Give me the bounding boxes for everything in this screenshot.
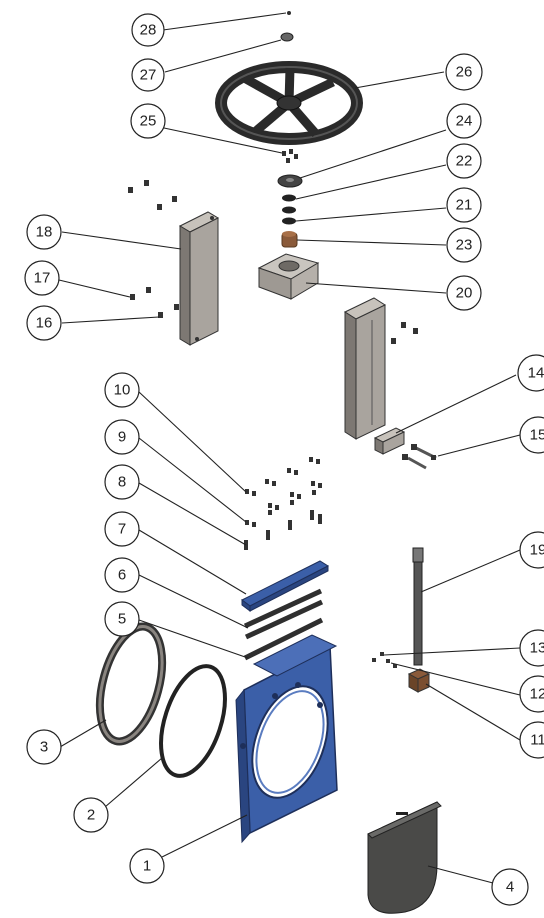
part-23-stem-nut — [281, 231, 298, 248]
part-19-stem — [412, 547, 424, 666]
svg-text:22: 22 — [456, 153, 473, 170]
part-25-screws — [282, 149, 298, 163]
svg-text:9: 9 — [118, 429, 126, 446]
callout-28: 28 — [131, 13, 165, 47]
part-right-plate-bolts — [391, 322, 418, 344]
callout-11: 11 — [519, 721, 544, 759]
callout-10: 10 — [104, 372, 140, 408]
callout-9: 9 — [104, 419, 140, 455]
callout-8: 8 — [104, 464, 140, 500]
callout-16: 16 — [26, 305, 62, 341]
svg-text:28: 28 — [140, 22, 157, 39]
part-3-seat-ring — [95, 622, 167, 746]
part-8-9-10-bolt-cluster — [244, 457, 322, 550]
callout-24: 24 — [446, 103, 482, 139]
leader-lines — [58, 12, 521, 884]
svg-text:20: 20 — [456, 285, 473, 302]
svg-text:24: 24 — [456, 113, 473, 130]
svg-text:19: 19 — [530, 542, 544, 559]
callout-5: 5 — [104, 601, 140, 637]
callout-18: 18 — [26, 214, 62, 250]
part-right-plate — [343, 297, 387, 440]
svg-text:18: 18 — [36, 224, 53, 241]
svg-text:10: 10 — [114, 382, 131, 399]
part-28-pin — [287, 11, 291, 15]
svg-text:21: 21 — [456, 197, 473, 214]
callout-23: 23 — [446, 227, 482, 263]
part-6-packing — [243, 588, 324, 640]
svg-text:8: 8 — [118, 474, 126, 491]
part-24-washer — [277, 174, 303, 188]
part-1-valve-body — [235, 634, 338, 844]
callout-27: 27 — [131, 58, 165, 92]
part-7-gland — [241, 560, 330, 612]
part-18-left-plate — [178, 211, 220, 346]
part-2-o-ring — [159, 664, 227, 778]
part-27-nut — [280, 32, 294, 42]
svg-text:5: 5 — [118, 611, 126, 628]
svg-text:6: 6 — [118, 567, 126, 584]
part-5-packing — [243, 617, 324, 661]
part-4-gate — [367, 801, 442, 914]
callout-3: 3 — [26, 729, 62, 765]
svg-text:14: 14 — [528, 365, 544, 382]
callout-6: 6 — [104, 557, 140, 593]
svg-text:27: 27 — [140, 67, 157, 84]
part-14-block — [373, 427, 406, 455]
part-22-21-rings — [282, 194, 296, 225]
svg-text:23: 23 — [456, 237, 473, 254]
svg-text:1: 1 — [143, 858, 151, 875]
svg-text:3: 3 — [40, 739, 48, 756]
svg-text:15: 15 — [530, 427, 544, 444]
svg-text:4: 4 — [506, 879, 514, 896]
callout-15: 15 — [519, 416, 544, 454]
callout-25: 25 — [130, 103, 166, 139]
callout-2: 2 — [73, 797, 109, 833]
callout-26: 26 — [445, 53, 483, 91]
callout-1: 1 — [129, 848, 165, 884]
callout-17: 17 — [24, 260, 60, 296]
callout-13: 13 — [519, 629, 544, 667]
svg-text:26: 26 — [456, 64, 473, 81]
callout-21: 21 — [446, 187, 482, 223]
svg-text:17: 17 — [34, 270, 51, 287]
callout-7: 7 — [104, 511, 140, 547]
svg-text:12: 12 — [530, 686, 544, 703]
svg-text:13: 13 — [530, 640, 544, 657]
part-11-block — [407, 668, 431, 693]
svg-text:16: 16 — [36, 315, 53, 332]
part-17-16-bolts — [128, 180, 179, 318]
svg-text:25: 25 — [140, 113, 157, 130]
callout-19: 19 — [519, 531, 544, 569]
part-26-handwheel — [215, 61, 363, 145]
svg-text:7: 7 — [118, 521, 126, 538]
callout-4: 4 — [491, 868, 529, 906]
svg-text:2: 2 — [87, 807, 95, 824]
svg-text:11: 11 — [530, 732, 544, 749]
part-15-bolts — [402, 444, 437, 470]
callout-20: 20 — [446, 275, 482, 311]
part-13-12-fasteners — [372, 652, 397, 668]
callout-12: 12 — [519, 675, 544, 713]
callout-22: 22 — [446, 143, 482, 179]
part-20-yoke-block — [257, 253, 320, 300]
callout-14: 14 — [517, 354, 544, 392]
